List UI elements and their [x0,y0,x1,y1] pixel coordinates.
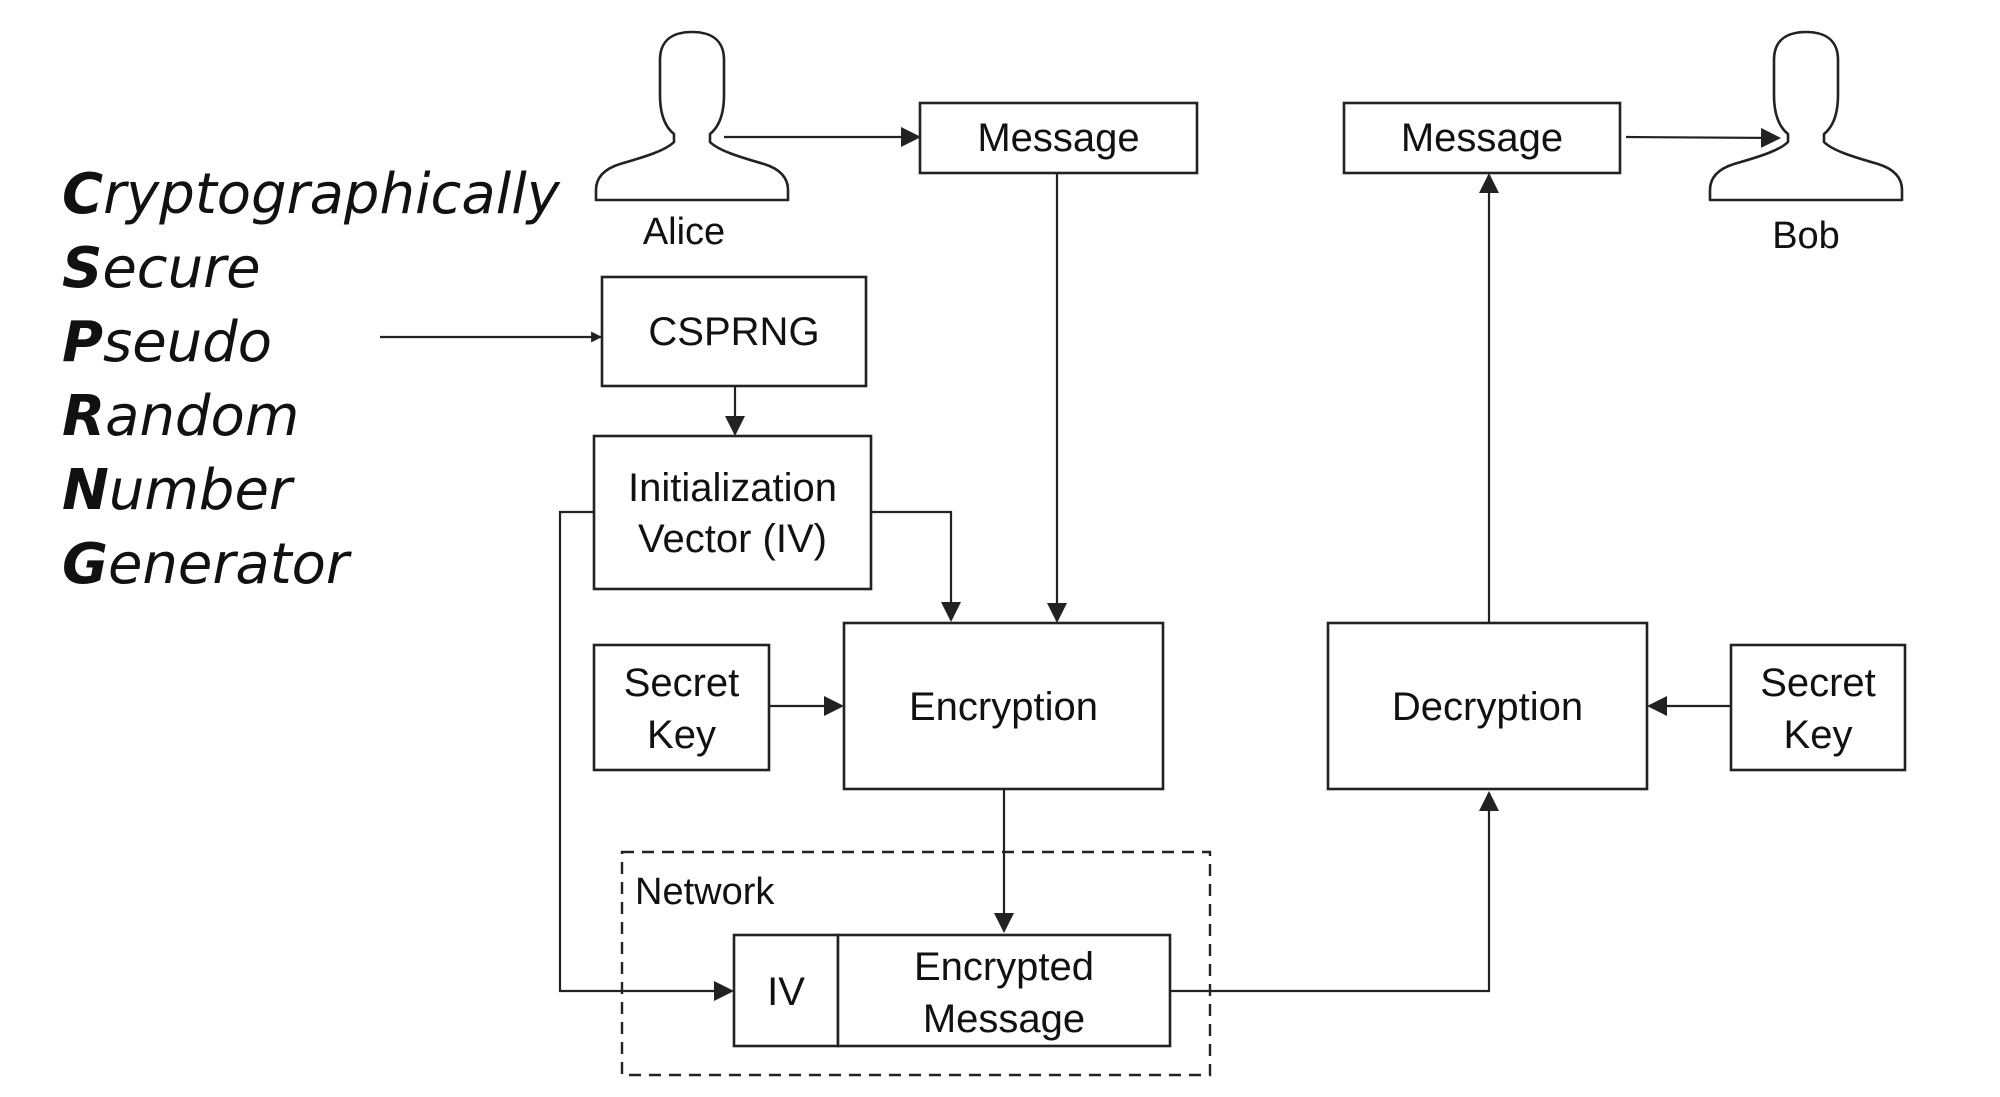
packet-message-cell [836,933,1172,1048]
acronym-line: Pseudo [62,310,272,375]
network-region: Network [620,850,1212,1077]
packet-message-label-line1: Encrypted [914,945,1094,989]
message-box-label: Message [1401,116,1563,160]
iv-to-packet-arrow [558,510,734,1001]
alice-label: Alice [643,211,725,253]
decryption-label: Decryption [1392,685,1583,729]
packet-iv-label: IV [767,970,805,1014]
iv-label-line2: Vector (IV) [638,517,827,561]
acronym-line: Generator [62,532,352,597]
secret-key-label-line2: Key [1784,713,1853,757]
iv-label-line1: Initialization [628,466,837,510]
packet-iv-cell [732,933,840,1048]
encryption-label: Encryption [909,685,1098,729]
secret-key-label-line1: Secret [1760,661,1876,705]
acronym-line: Number [62,458,295,523]
message-box-receiver: Message [1342,101,1622,175]
acronym-line: Random [62,384,299,449]
encrypted-packet: IV Encrypted Message [732,933,1172,1048]
packet-message-label-line2: Message [923,997,1085,1041]
acronym-line: Cryptographically [62,162,561,227]
acronym-legend: Cryptographically Secure Pseudo Random N… [62,162,561,597]
csprng-box: CSPRNG [600,275,868,388]
user-silhouette-icon [1708,30,1904,202]
connectors [380,127,1781,1001]
secret-key-box-decrypt: Secret Key [1729,643,1907,772]
bob-actor: Bob [1708,30,1904,257]
iv-to-encryption-arrow [871,510,961,622]
decryption-box: Decryption [1326,621,1649,791]
alice-actor: Alice [594,30,790,253]
secret-key-box-encrypt: Secret Key [592,643,771,772]
acronym-line: Secure [62,236,261,301]
user-silhouette-icon [594,30,790,202]
csprng-label: CSPRNG [648,310,819,354]
message-to-bob-arrow [1625,127,1781,148]
message-box-sender: Message [918,101,1199,175]
message-box-label: Message [977,116,1139,160]
secret-key-label-line2: Key [647,713,716,757]
secret-key-label-line1: Secret [624,661,740,705]
iv-box: Initialization Vector (IV) [592,434,873,591]
encryption-box: Encryption [842,621,1165,791]
bob-label: Bob [1772,215,1840,257]
packet-to-decryption-arrow [1170,791,1499,993]
network-label: Network [635,871,775,913]
